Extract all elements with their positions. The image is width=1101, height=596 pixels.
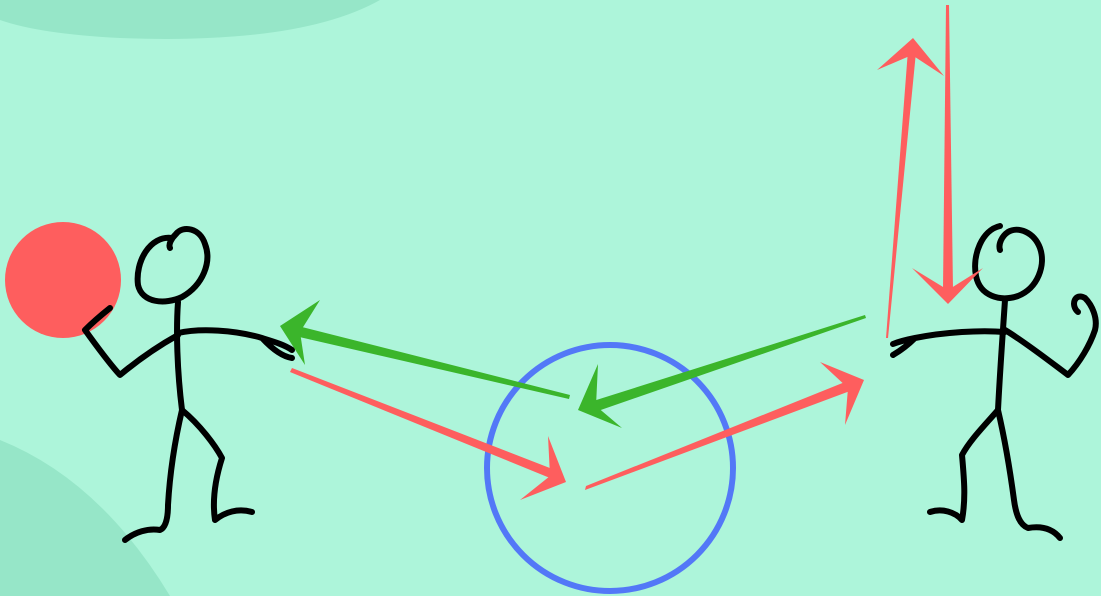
left-figure-leg-right — [179, 407, 255, 523]
red-arrow-head — [820, 362, 864, 425]
left-figure-leg-left — [122, 407, 185, 543]
left-figure-body — [174, 299, 185, 413]
left-figure-arm-right — [175, 327, 295, 361]
green-arrow-head — [280, 300, 320, 365]
right-figure-arm-left — [890, 328, 1008, 358]
green-arrow-head — [578, 364, 622, 428]
left-stick-figure — [82, 226, 295, 543]
left-figure-head — [134, 226, 211, 305]
green-arrow-right-to-center — [578, 315, 866, 428]
right-figure-leg-left — [927, 407, 1001, 523]
green-arrow-shaft — [590, 315, 866, 412]
right-stick-figure — [890, 223, 1099, 541]
ball — [5, 222, 121, 338]
center-target-circle — [484, 342, 736, 594]
red-arrow-left-to-center — [290, 368, 566, 500]
right-figure-leg-right — [995, 407, 1063, 541]
right-figure-body — [995, 297, 1008, 413]
red-arrow-head — [912, 268, 983, 304]
red-arrow-shaft — [943, 5, 953, 290]
background-blob-top — [0, 0, 380, 39]
red-arrow-shaft — [290, 368, 555, 478]
red-arrow-shaft — [585, 382, 850, 490]
green-arrow-center-to-left — [280, 300, 570, 399]
red-arrow-head — [520, 436, 566, 500]
left-figure-arm-left — [82, 305, 181, 378]
right-figure-head — [972, 223, 1045, 302]
background-blob-bottom-left — [0, 440, 170, 596]
red-arrow-down-to-right-head — [912, 5, 983, 304]
green-arrow-shaft — [295, 326, 570, 399]
red-arrow-center-to-right — [585, 362, 864, 490]
red-arrow-right-up — [877, 38, 944, 338]
red-arrow-head — [877, 38, 944, 76]
red-arrow-shaft — [886, 50, 916, 338]
right-figure-arm-right — [1002, 293, 1099, 378]
